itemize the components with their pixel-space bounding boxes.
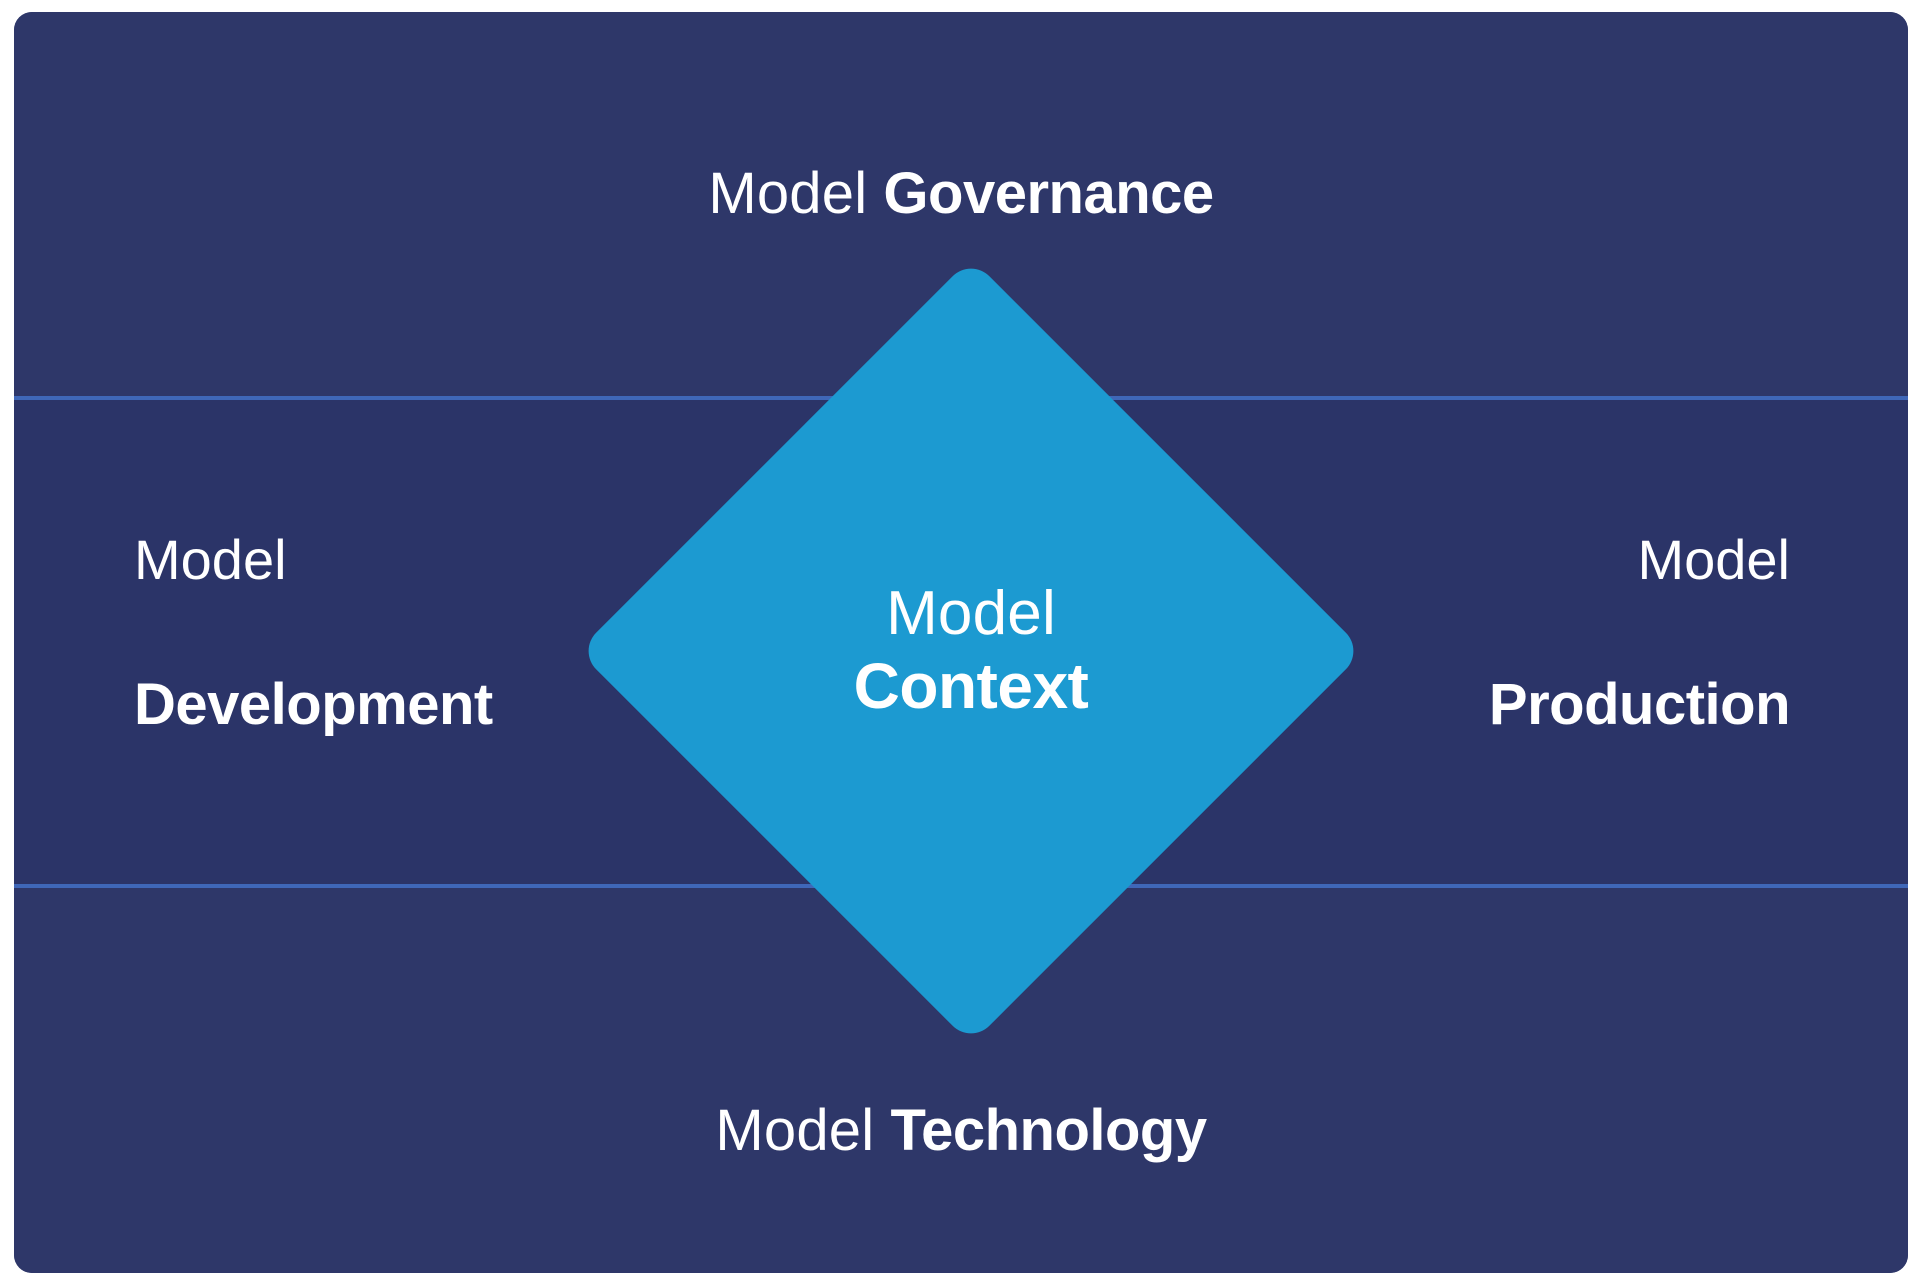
center-diamond: Model Context: [577, 257, 1365, 1045]
label-model-technology-light: Model: [715, 1098, 875, 1163]
label-model-production: Model Production: [1370, 528, 1791, 737]
label-model-technology: Model Technology: [14, 1097, 1908, 1164]
label-model-production-bold: Production: [1488, 672, 1791, 737]
model-context-diagram-card: Model Governance Model Development Model…: [14, 12, 1908, 1273]
diamond-shape: [577, 257, 1365, 1045]
label-model-development-bold: Development: [134, 672, 493, 737]
label-model-development: Model Development: [134, 532, 554, 734]
label-model-governance-bold: Governance: [883, 161, 1214, 226]
label-model-governance: Model Governance: [14, 160, 1908, 227]
label-model-technology-bold: Technology: [890, 1098, 1207, 1163]
label-model-production-light: Model: [1637, 528, 1790, 591]
label-model-development-light: Model: [134, 528, 287, 591]
label-model-governance-light: Model: [708, 161, 868, 226]
